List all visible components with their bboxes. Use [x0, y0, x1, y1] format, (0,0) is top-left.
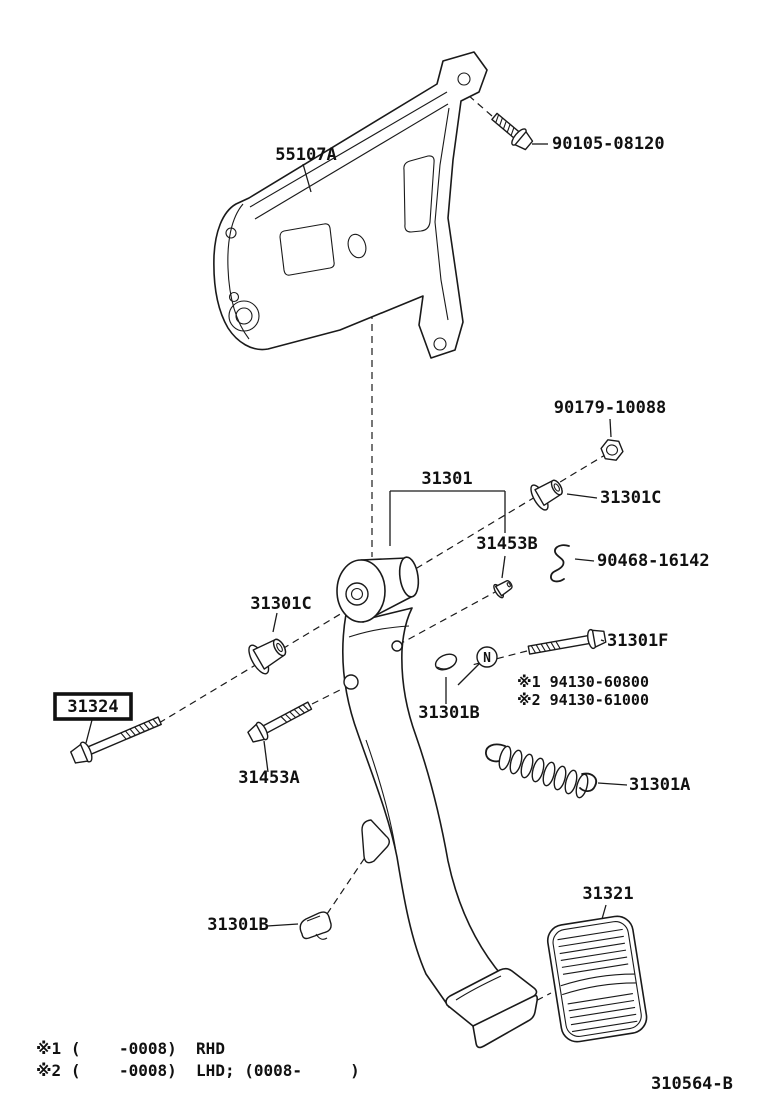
- bolt-31324-drawing: [70, 716, 162, 764]
- bushing-right-drawing: [530, 479, 563, 511]
- label-31453B: 31453B: [476, 534, 537, 554]
- bolt-31453A-drawing: [247, 701, 313, 743]
- highlighted-part-box: [53, 692, 133, 721]
- footnote-lhd: ※2 ( -0008) LHD; (0008- ): [36, 1061, 360, 1080]
- label-90179-10088: 90179-10088: [554, 398, 667, 418]
- nut-note-marker: N: [457, 646, 498, 686]
- bolt-31301F-drawing: [527, 628, 607, 655]
- label-31324: 31324: [67, 697, 118, 717]
- pedal-arm-drawing: [336, 556, 538, 1049]
- figure-number: 310564-B: [651, 1074, 733, 1094]
- clip-31301B-drawing: [299, 911, 332, 940]
- label-31453A: 31453A: [238, 768, 299, 788]
- label-94130-61000: ※2 94130-61000: [517, 691, 649, 709]
- clip-90468-drawing: [550, 544, 570, 583]
- label-90468-16142: 90468-16142: [597, 551, 710, 571]
- bolt-90105-drawing: [491, 112, 534, 151]
- label-90105-08120: 90105-08120: [552, 134, 665, 154]
- label-31301B-mid: 31301B: [418, 703, 479, 723]
- label-31301: 31301: [421, 469, 472, 489]
- pedal-bracket-drawing: [213, 51, 488, 359]
- leader-lines: [85, 143, 628, 927]
- pin-31453B-drawing: [493, 580, 513, 599]
- label-94130-60800: ※1 94130-60800: [517, 673, 649, 691]
- highlighted-part-label: 31324: [53, 692, 133, 721]
- stopper-31301B-drawing: [434, 653, 458, 671]
- spring-31301A-drawing: [485, 743, 597, 799]
- label-31301C-left: 31301C: [250, 594, 311, 614]
- n-marker-letter: N: [483, 651, 491, 666]
- label-31321: 31321: [582, 884, 633, 904]
- label-55107A: 55107A: [275, 145, 336, 165]
- label-31301F: 31301F: [607, 631, 668, 651]
- label-31301B-low: 31301B: [207, 915, 268, 935]
- nut-90179-drawing: [600, 439, 624, 461]
- label-31301A: 31301A: [629, 775, 690, 795]
- bushing-left-drawing: [248, 638, 287, 675]
- pedal-pad-drawing: [546, 915, 648, 1043]
- footnote-rhd: ※1 ( -0008) RHD: [36, 1039, 225, 1058]
- label-31301C-right: 31301C: [600, 488, 661, 508]
